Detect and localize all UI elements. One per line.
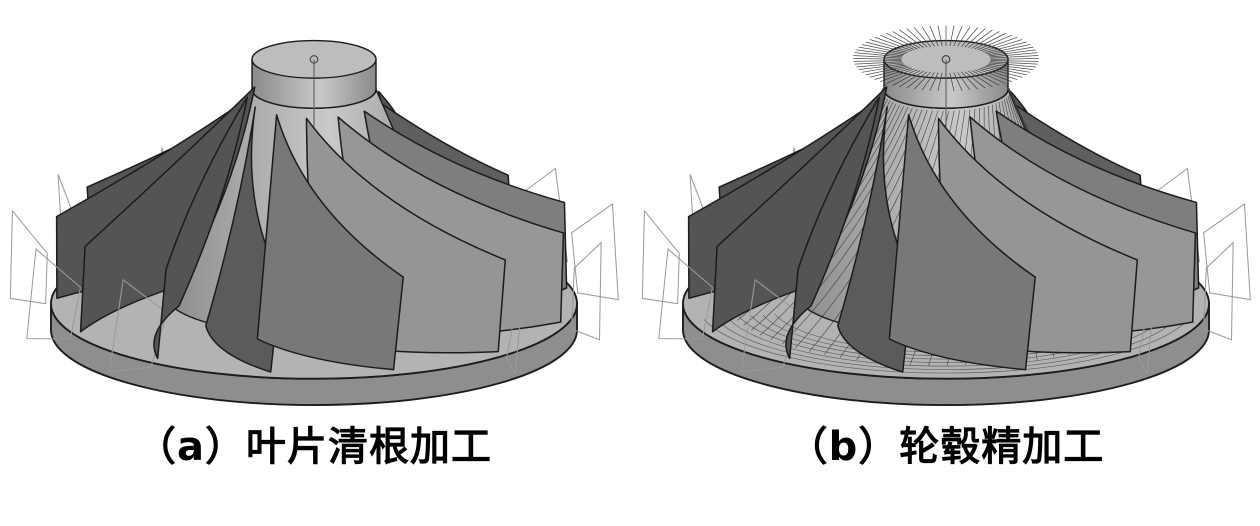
figure-a: （a）叶片清根加工 bbox=[0, 0, 628, 470]
figure-a-caption: （a）叶片清根加工 bbox=[136, 424, 492, 470]
impeller-blade-root-cleanup-image bbox=[9, 39, 619, 406]
impeller-hub-finish-image bbox=[641, 25, 1251, 406]
figure-b-caption: （b）轮毂精加工 bbox=[787, 424, 1105, 470]
figure-b: （b）轮毂精加工 bbox=[632, 0, 1260, 470]
